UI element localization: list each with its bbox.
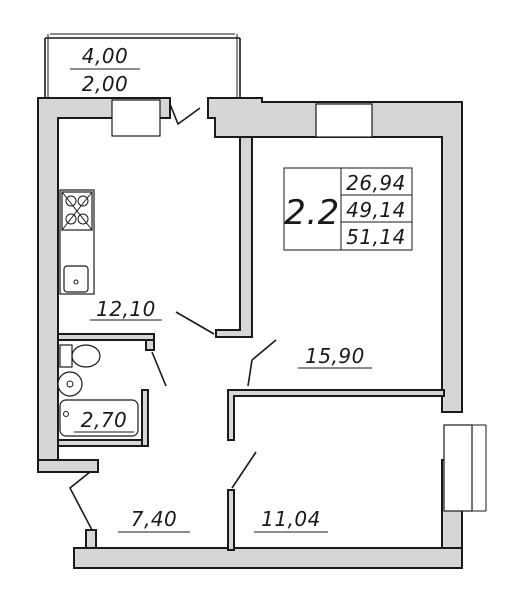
window-living (315, 103, 373, 138)
room-area-bathroom: 2,70 (81, 408, 128, 432)
balcony: 4,00 2,00 (44, 33, 241, 98)
room-area-bedroom: 11,04 (261, 507, 321, 531)
room-area-hall: 7,40 (131, 507, 178, 531)
kitchen-door (175, 311, 215, 335)
entry-door (68, 471, 93, 531)
bathroom-door (151, 351, 167, 387)
bathtub-icon (59, 399, 139, 437)
window-bedroom (443, 424, 473, 512)
toilet-icon (71, 344, 101, 368)
outer-walls (37, 97, 487, 569)
balcony-door (169, 103, 201, 126)
balcony-area-bottom: 2,00 (82, 72, 129, 96)
bedroom-door (231, 451, 257, 489)
room-area-living: 15,90 (305, 344, 365, 368)
room-area-kitchen: 12,10 (96, 297, 156, 321)
balcony-area-top: 4,00 (82, 44, 129, 68)
window-kitchen (111, 99, 161, 137)
kitchen-fixtures (59, 189, 95, 295)
inner-walls (57, 136, 445, 551)
apartment-code: 2.2 (284, 193, 340, 233)
sink-icon (63, 265, 89, 293)
apartment-area-total: 49,14 (346, 198, 406, 222)
room-labels: 12,10 15,90 2,70 7,40 11,04 (74, 297, 372, 533)
toilet-tank (59, 344, 73, 368)
bathroom-fixtures (57, 344, 139, 437)
apartment-info-box: 2.2 26,94 49,14 51,14 (283, 167, 413, 251)
apartment-area-with-balcony: 51,14 (346, 225, 406, 249)
washbasin-icon (57, 371, 83, 397)
apartment-area-living: 26,94 (346, 171, 406, 195)
